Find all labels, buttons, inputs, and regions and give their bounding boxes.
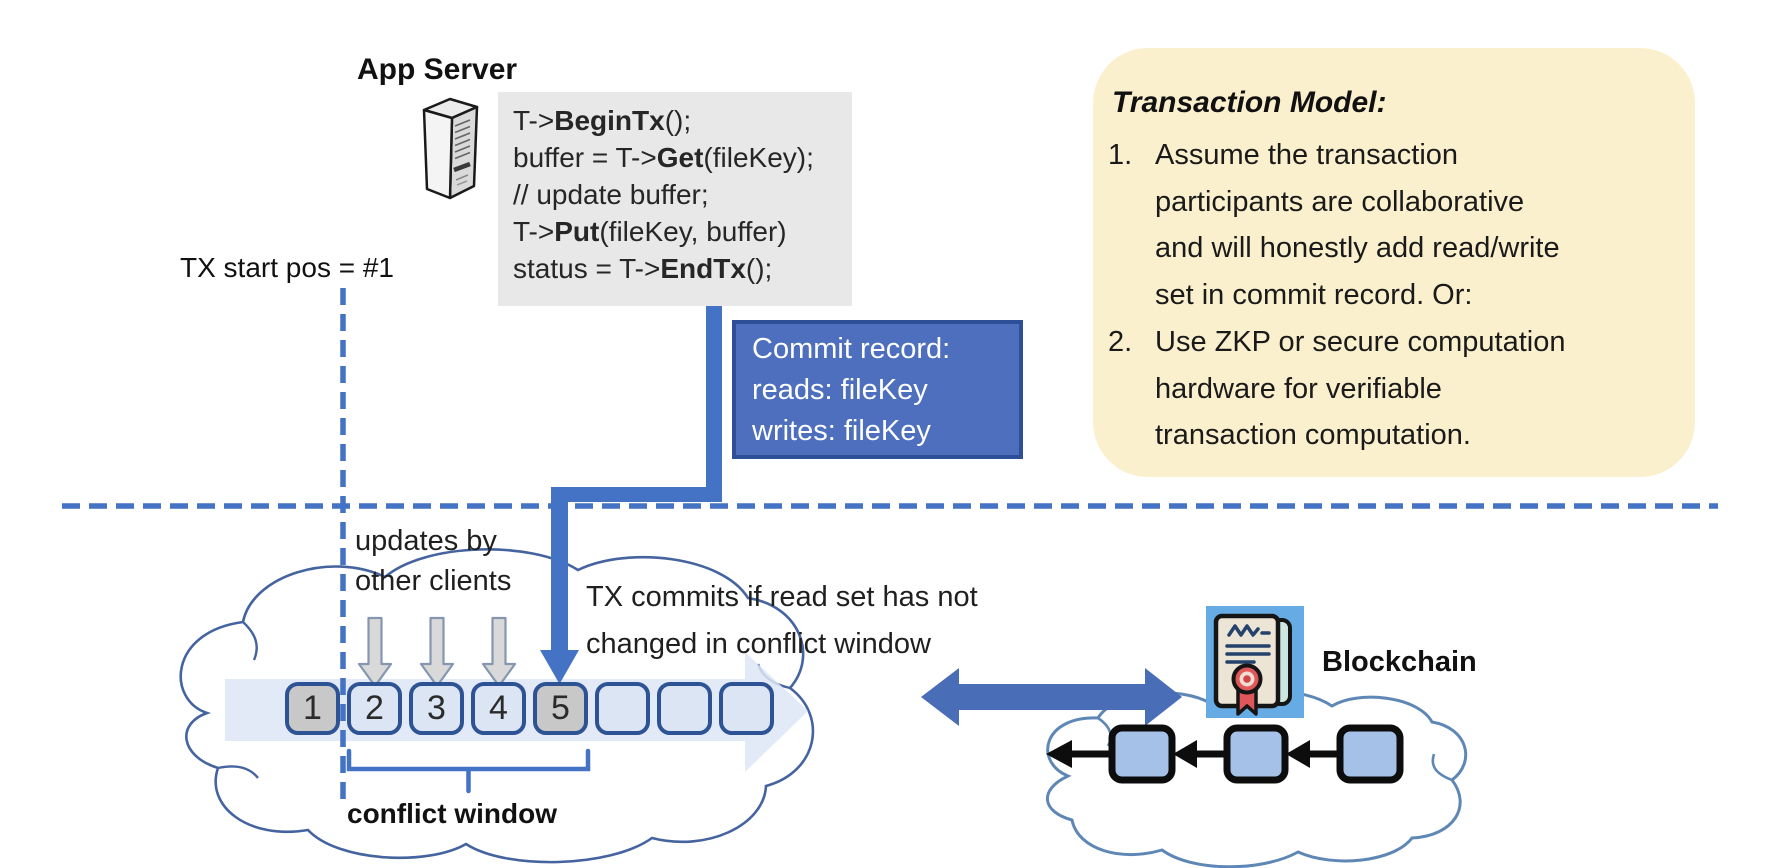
- commit-record-line: reads: fileKey: [752, 374, 928, 406]
- chain-block: [1223, 724, 1289, 784]
- timeline-block: 1: [285, 682, 340, 735]
- timeline-block: [657, 682, 712, 735]
- timeline-block: [595, 682, 650, 735]
- transaction-model-item: 2. Use ZKP or secure computation hardware …: [1108, 319, 1566, 459]
- commit-record-box: Commit record: reads: fileKey writes: file…: [732, 320, 1023, 459]
- chain-arrow-icon: [1046, 740, 1072, 768]
- code-line: T->Put(fileKey, buffer): [513, 216, 787, 247]
- tx-commits-label: TX commits if read set has not changed in…: [586, 574, 978, 667]
- tx-start-pos-label: TX start pos = #1: [180, 252, 394, 283]
- list-item-text: Use ZKP or secure computation hardware fo…: [1155, 319, 1566, 459]
- code-line: // update buffer;: [513, 179, 709, 210]
- label-line: other clients: [355, 565, 512, 597]
- chain-block: [1108, 724, 1176, 784]
- label-line: updates by: [355, 525, 497, 557]
- updates-by-other-clients-label: updates by other clients: [355, 521, 511, 601]
- list-item-line: Use ZKP or secure computation: [1155, 326, 1566, 358]
- code-line: status = T->EndTx();: [513, 253, 773, 284]
- transaction-model-item: 1. Assume the transaction participants are…: [1108, 132, 1560, 318]
- chain-arrow-icon: [1286, 740, 1310, 768]
- commit-record-line: Commit record:: [752, 333, 951, 365]
- code-line: buffer = T->Get(fileKey);: [513, 142, 814, 173]
- update-arrow-icon: [357, 616, 393, 688]
- commit-arrow-icon: [540, 304, 722, 684]
- transaction-model-title: Transaction Model:: [1112, 86, 1387, 119]
- blockchain-label: Blockchain: [1322, 646, 1477, 678]
- code-block: T->BeginTx(); buffer = T->Get(fileKey); //…: [498, 92, 852, 306]
- list-item-line: and will honestly add read/write: [1155, 232, 1560, 265]
- list-number: 2.: [1108, 326, 1133, 358]
- code-line: T->BeginTx();: [513, 105, 692, 136]
- list-item-line: participants are collaborative: [1155, 185, 1525, 218]
- chain-arrow-icon: [1173, 740, 1197, 768]
- update-arrows: [357, 616, 517, 688]
- timeline-block: 3: [409, 682, 464, 735]
- list-item-line: transaction computation.: [1155, 419, 1471, 452]
- server-icon: [422, 97, 479, 200]
- app-server-title: App Server: [357, 53, 518, 86]
- list-item-line: Assume the transaction: [1155, 139, 1459, 171]
- list-item-line: set in commit record. Or:: [1155, 278, 1473, 311]
- list-item-line: hardware for verifiable: [1155, 372, 1442, 405]
- commit-record-line: writes: fileKey: [752, 415, 931, 447]
- label-line: TX commits if read set has not: [586, 581, 978, 613]
- chain-block: [1336, 724, 1404, 784]
- label-line: changed in conflict window: [586, 627, 931, 660]
- update-arrow-icon: [419, 616, 455, 688]
- update-arrow-icon: [481, 616, 517, 688]
- list-item-text: Assume the transaction participants are c…: [1155, 132, 1560, 318]
- timeline-block: 2: [347, 682, 402, 735]
- certificate-icon: [1206, 606, 1304, 718]
- timeline-block: 5: [533, 682, 588, 735]
- timeline-block: 4: [471, 682, 526, 735]
- code-lines: T->BeginTx(); buffer = T->Get(fileKey); //…: [513, 102, 852, 287]
- conflict-window-bracket: [346, 748, 591, 794]
- conflict-window-label: conflict window: [347, 798, 557, 829]
- timeline-block: [719, 682, 774, 735]
- transaction-model-box: [1093, 48, 1695, 477]
- chain: [1046, 724, 1404, 784]
- list-number: 1.: [1108, 139, 1133, 171]
- sync-arrow-icon: [921, 668, 1182, 726]
